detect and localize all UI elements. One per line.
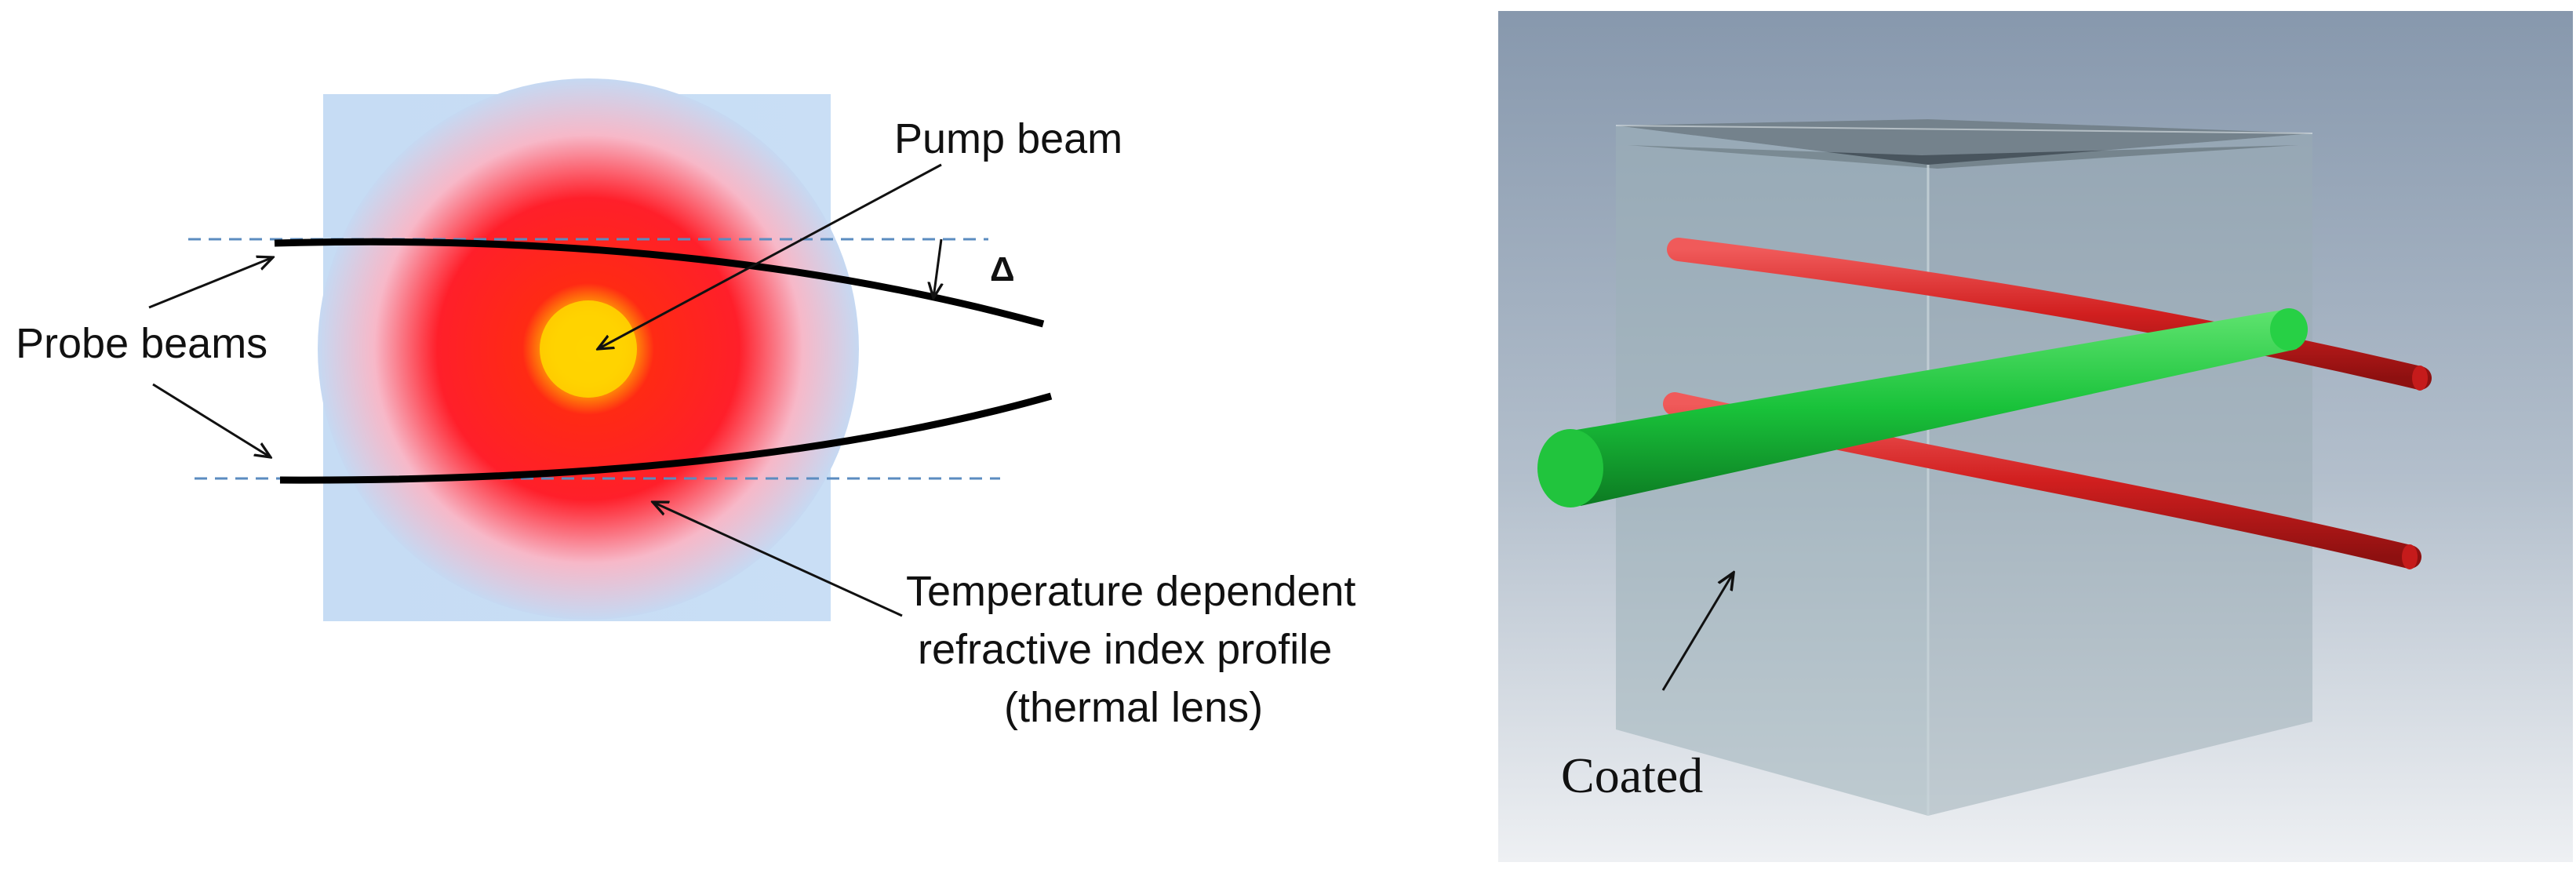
thermal-lens-schematic: Pump beam Probe beams Δ Temperature depe… (16, 78, 1355, 731)
pump-beam-spot (540, 300, 637, 398)
pump-rod (1537, 308, 2308, 507)
render-svg: Coated (1498, 11, 2573, 862)
coated-cube-render: Coated (1475, 0, 2576, 873)
coated-label: Coated (1561, 748, 1703, 803)
temp-label-line1: Temperature dependent (906, 568, 1355, 615)
probe-arrow-icon (152, 383, 271, 457)
probe-arrow-icon (148, 257, 273, 309)
cube-left-face (1616, 125, 1928, 816)
thermal-lens-arrow-icon (653, 502, 903, 617)
deflection-arrow-icon (933, 238, 941, 298)
delta-label: Δ (990, 250, 1015, 289)
probe-rod-top (1667, 238, 2432, 391)
temp-label-line2: refractive index profile (918, 626, 1332, 673)
pump-arrow-icon (598, 163, 942, 349)
probe-beams-label: Probe beams (16, 320, 267, 367)
cube-top-edge (1615, 125, 2313, 134)
probe-beam-bottom (279, 392, 1053, 484)
coated-arrow-icon (1661, 573, 1734, 691)
temp-label-line3: (thermal lens) (1004, 684, 1263, 731)
pump-beam-label: Pump beam (894, 115, 1122, 162)
schematic-svg: Pump beam Probe beams Δ Temperature depe… (16, 78, 1355, 731)
